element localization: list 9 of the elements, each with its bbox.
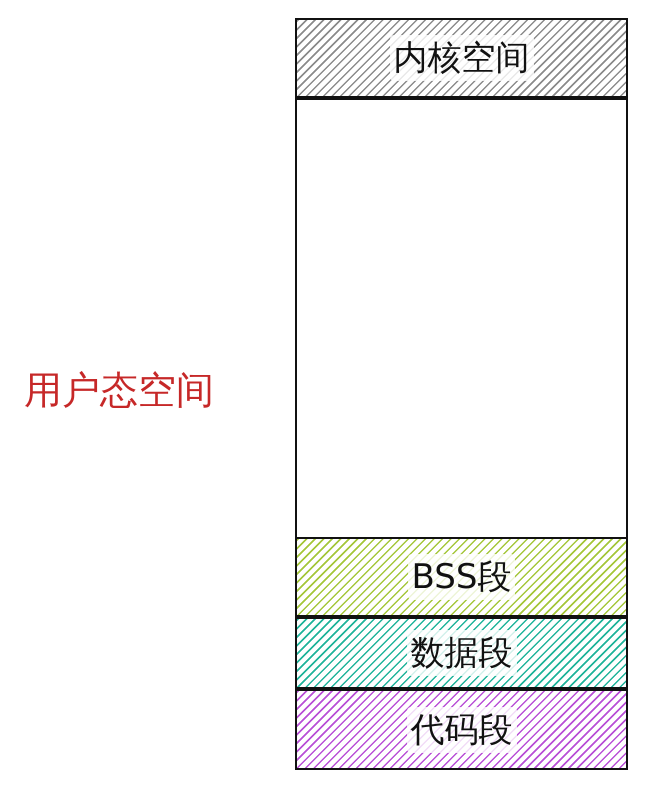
memory-segment	[295, 18, 628, 98]
region-label: 用户态空间	[24, 367, 214, 414]
memory-segment	[295, 689, 628, 770]
memory-segment	[295, 537, 628, 617]
segment-label: 代码段	[406, 706, 516, 752]
memory-segment	[295, 617, 628, 689]
segment-label: BSS段	[408, 554, 516, 600]
segment-label: 内核空间	[390, 35, 534, 81]
segment-label: 数据段	[406, 630, 516, 676]
